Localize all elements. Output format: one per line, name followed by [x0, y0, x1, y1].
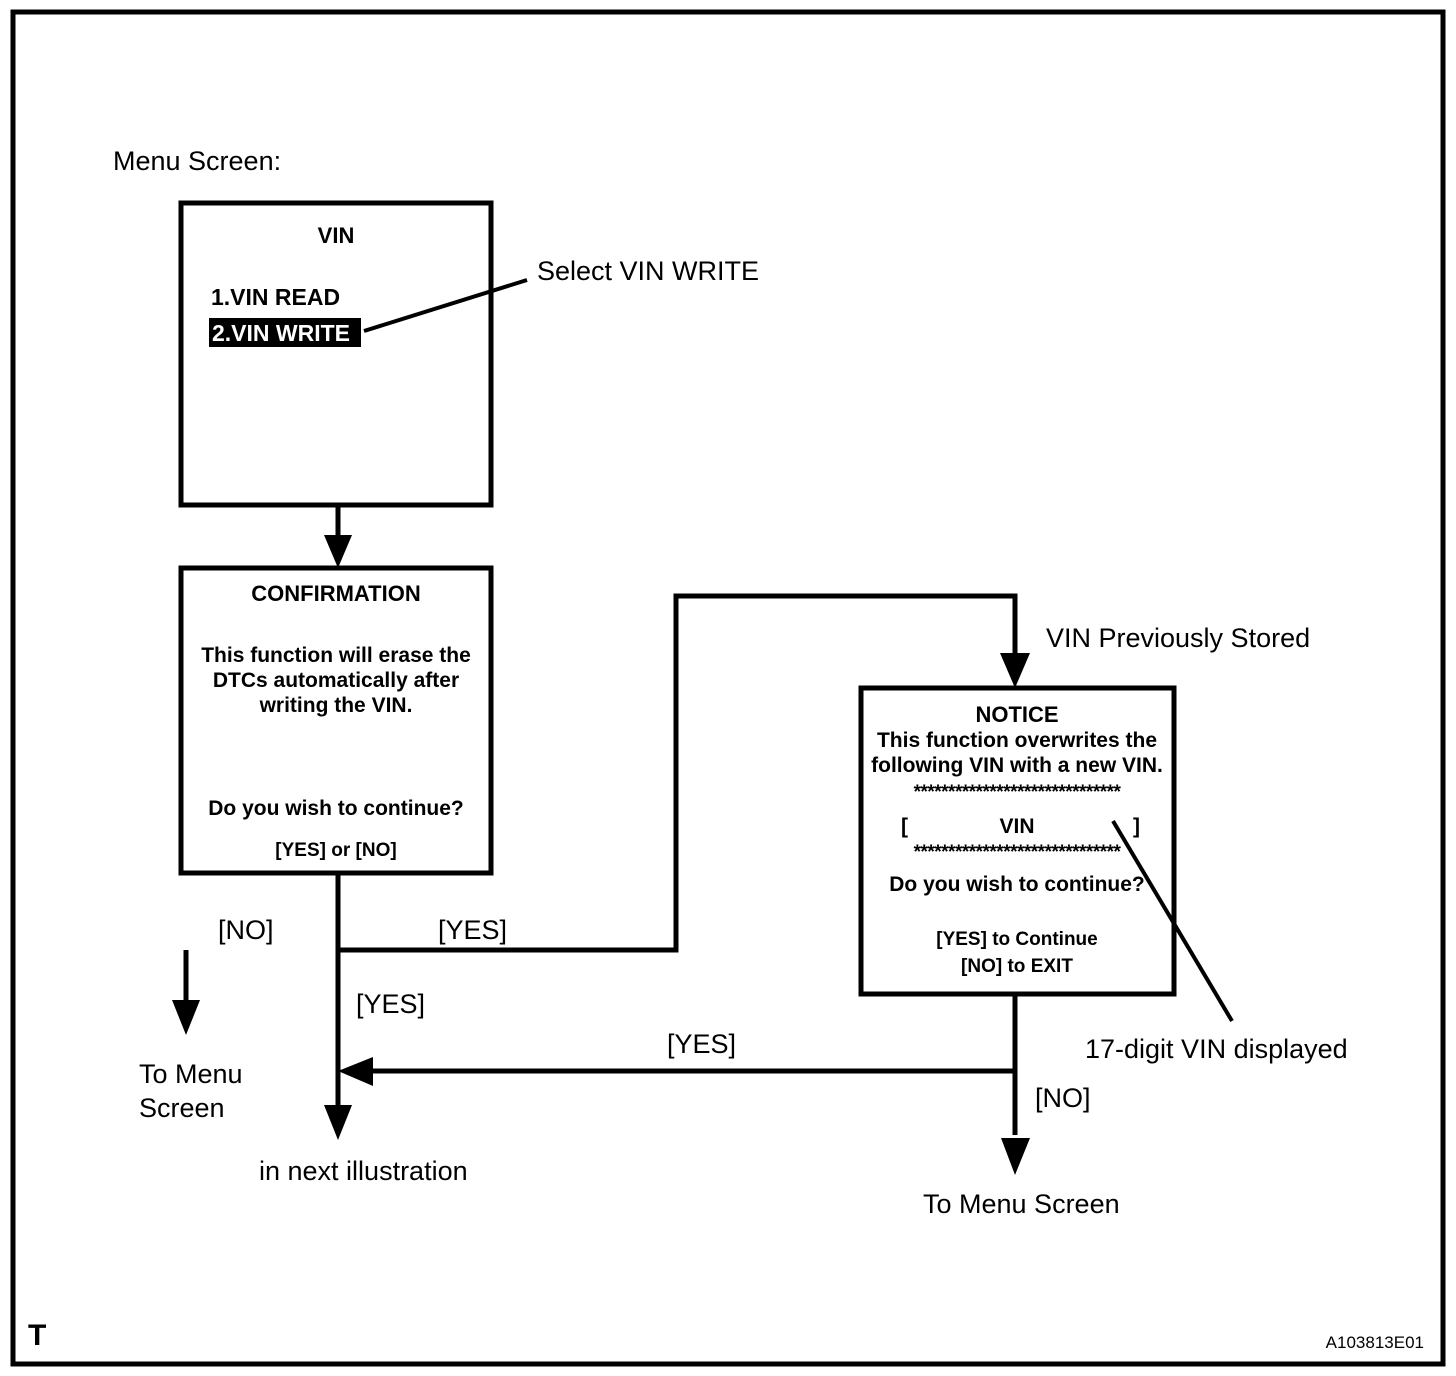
figure-frame: [10, 9, 1446, 1367]
menu-screen-label: Menu Screen:: [113, 146, 281, 176]
flow-label-notice-no: [NO]: [1035, 1083, 1091, 1113]
arrowhead-notice-yes-return: [338, 1057, 373, 1086]
vin-menu-item-vin-write[interactable]: 2.VIN WRITE: [212, 320, 350, 346]
notice-separator-bottom: ******************************: [914, 842, 1122, 863]
notice-option-yes: [YES] to Continue: [936, 929, 1097, 950]
vin-menu-screen-box: [178, 200, 494, 508]
notice-body-line-1: This function overwrites the: [877, 729, 1157, 752]
flow-label-confirmation-no: [NO]: [218, 915, 274, 945]
endpoint-to-menu-screen-right: To Menu Screen: [923, 1189, 1120, 1219]
arrowhead-confirmation-yes-to-notice: [1000, 653, 1030, 688]
callout-vin-previously-stored: VIN Previously Stored: [1046, 623, 1310, 653]
arrowhead-notice-no: [1001, 1138, 1030, 1175]
notice-option-no: [NO] to EXIT: [961, 956, 1073, 977]
vin-menu-item-vin-read[interactable]: 1.VIN READ: [211, 284, 340, 310]
seventeen-digit-vin-leader-line: [1111, 819, 1234, 1023]
confirmation-screen-box: [178, 565, 494, 876]
callout-17-digit-vin-displayed: 17-digit VIN displayed: [1085, 1034, 1348, 1064]
select-vin-write-leader-line: [363, 278, 528, 333]
flow-label-confirmation-yes-down: [YES]: [356, 989, 425, 1019]
arrowhead-vin-to-confirmation: [324, 535, 352, 568]
figure-id-label: A103813E01: [1326, 1333, 1424, 1352]
notice-separator-top: ******************************: [914, 782, 1122, 803]
confirmation-body-line-2: DTCs automatically after: [213, 669, 459, 692]
notice-vin-close-bracket: ]: [1133, 815, 1140, 838]
arrowhead-confirmation-no: [172, 1000, 200, 1035]
flow-label-confirmation-yes-right: [YES]: [438, 915, 507, 945]
flow-label-notice-yes: [YES]: [667, 1029, 736, 1059]
confirmation-question: Do you wish to continue?: [208, 797, 464, 820]
callout-select-vin-write: Select VIN WRITE: [537, 256, 759, 286]
endpoint-to-menu-screen-left-line2: Screen: [139, 1093, 225, 1123]
confirmation-title: CONFIRMATION: [251, 581, 420, 606]
connector-confirmation-yes-to-notice: [335, 593, 1018, 953]
notice-vin-value: VIN: [999, 815, 1034, 838]
notice-body-line-2: following VIN with a new VIN.: [871, 754, 1163, 777]
notice-question: Do you wish to continue?: [889, 873, 1145, 896]
confirmation-options: [YES] or [NO]: [275, 840, 396, 861]
vin-menu-item-vin-write-highlight[interactable]: [209, 318, 361, 347]
endpoint-in-next-illustration: in next illustration: [259, 1156, 468, 1186]
confirmation-body-line-3: writing the VIN.: [259, 694, 413, 717]
vin-menu-title: VIN: [318, 223, 355, 248]
endpoint-to-menu-screen-left-line1: To Menu: [139, 1059, 243, 1089]
corner-mark-t: T: [28, 1319, 46, 1352]
notice-title: NOTICE: [975, 702, 1058, 727]
arrowhead-to-next-illustration: [324, 1105, 352, 1140]
notice-vin-open-bracket: [: [901, 815, 908, 838]
confirmation-body-line-1: This function will erase the: [201, 644, 471, 667]
